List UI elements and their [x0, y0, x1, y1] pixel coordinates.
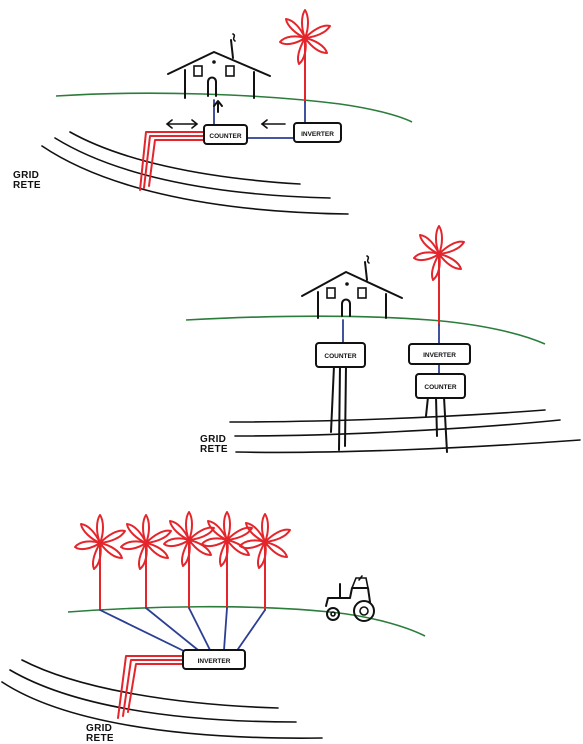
scene-1: COUNTER INVERTER GRID RETE [13, 10, 412, 214]
wind-turbine-icon [75, 515, 125, 610]
inverter-box: INVERTER [409, 344, 470, 364]
grid-label: GRID RETE [200, 434, 228, 455]
counter-label: COUNTER [209, 133, 241, 140]
counter-label: COUNTER [324, 353, 356, 360]
wind-turbine-icon [121, 515, 171, 608]
grid-label-line2: RETE [200, 444, 228, 455]
arrow-up-icon [214, 101, 222, 112]
grid-label-line2: RETE [13, 180, 41, 191]
inverter-label: INVERTER [301, 131, 334, 138]
grid-lines [2, 660, 322, 738]
wind-turbine-icon [164, 512, 214, 608]
wind-farm [75, 512, 290, 610]
inverter-box: INVERTER [183, 650, 245, 669]
counter-box: COUNTER [316, 343, 365, 367]
inverter-label: INVERTER [198, 658, 231, 665]
grid-label: GRID RETE [13, 170, 41, 191]
house-icon [168, 34, 270, 98]
counter-box: COUNTER [204, 125, 247, 144]
wind-turbine-icon [202, 512, 252, 608]
cables-turbines-inverter [100, 608, 265, 654]
wind-turbine-icon [280, 10, 330, 102]
arrow-double-icon [167, 120, 197, 128]
hill-line [56, 93, 412, 122]
grid-label: GRID RETE [86, 723, 114, 744]
inverter-label: INVERTER [423, 352, 456, 359]
grid-label-line2: RETE [86, 733, 114, 744]
house-icon [302, 256, 402, 318]
cable-inverter-grid [118, 656, 184, 718]
scene-3: INVERTER GRID RETE [2, 512, 425, 744]
counter-box-2: COUNTER [416, 374, 465, 398]
inverter-box: INVERTER [294, 123, 341, 142]
counter-label-2: COUNTER [424, 384, 456, 391]
grid-lines [42, 132, 348, 214]
hill-line [186, 316, 545, 344]
wind-turbine-icon [240, 514, 290, 610]
wind-turbine-icon [414, 226, 464, 325]
scene-2: COUNTER INVERTER COUNTER GRID RETE [186, 226, 580, 455]
arrow-left-icon [262, 120, 285, 128]
grid-lines [230, 410, 580, 452]
